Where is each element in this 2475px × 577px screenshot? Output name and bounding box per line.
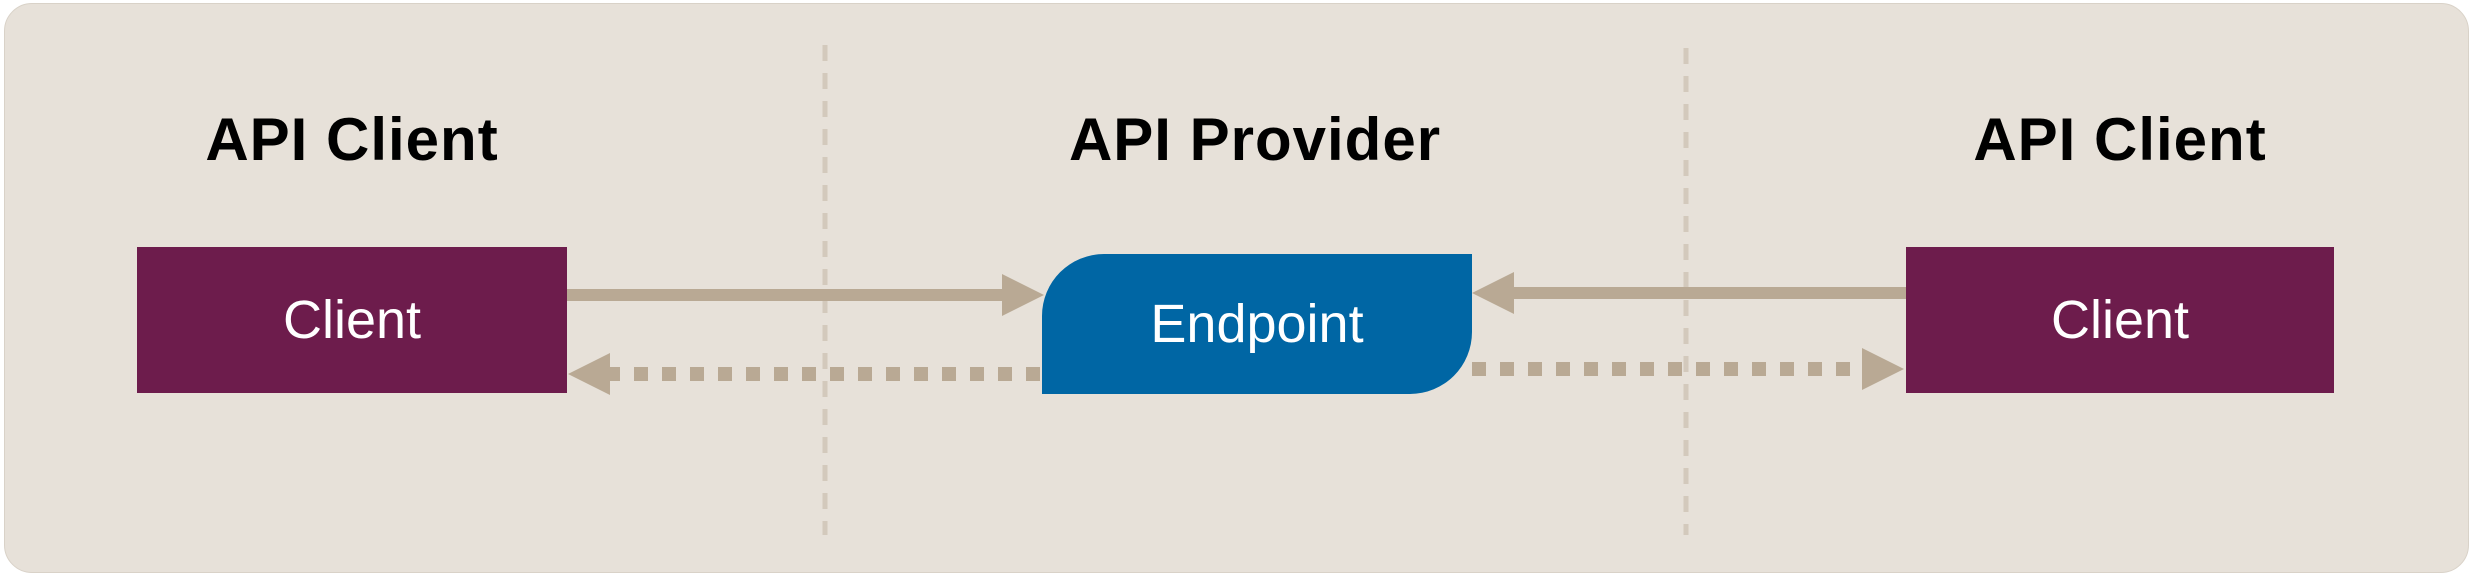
right-client-label: Client [2050, 290, 2190, 350]
zone-heading-right-client: API Client [1973, 106, 2267, 173]
endpoint-label: Endpoint [1150, 294, 1364, 354]
arrowhead-right-response [1862, 348, 1904, 390]
zone-heading-left-client: API Client [205, 106, 499, 173]
arrowhead-left-request [1002, 274, 1044, 316]
endpoint-box[interactable] [1042, 254, 1472, 394]
arrowhead-right-request [1472, 272, 1514, 314]
right-client-box[interactable] [1906, 247, 2334, 393]
zone-heading-provider: API Provider [1068, 106, 1442, 173]
arrowhead-left-response [568, 353, 610, 395]
left-client-box[interactable] [137, 247, 567, 393]
left-client-label: Client [282, 290, 422, 350]
